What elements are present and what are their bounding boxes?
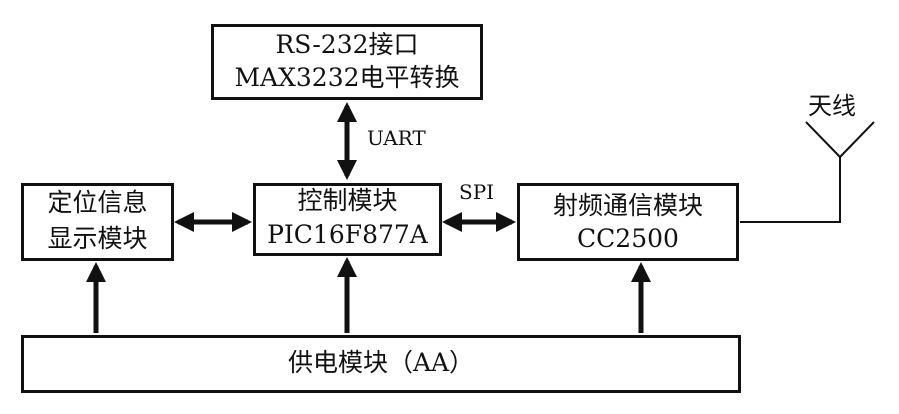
- rf-line1: 射频通信模块: [552, 191, 703, 220]
- antenna-left: [805, 121, 841, 158]
- control-line2: PIC16F877A: [267, 220, 428, 249]
- rf-module-box: [517, 183, 739, 261]
- antenna-label: 天线: [808, 92, 856, 120]
- display-module-box: [21, 183, 174, 261]
- rs232-box: [211, 24, 483, 100]
- rs232-line1: RS-232接口: [275, 30, 419, 59]
- display-line1: 定位信息: [47, 188, 148, 217]
- power-label: 供电模块（AA）: [287, 348, 475, 377]
- antenna-wire: [740, 157, 841, 223]
- control-line1: 控制模块: [297, 186, 398, 215]
- power-module-box: [21, 335, 741, 393]
- antenna-right: [839, 121, 875, 158]
- uart-label: UART: [367, 126, 426, 150]
- control-module-box: [253, 183, 442, 256]
- rs232-line2: MAX3232电平转换: [234, 63, 460, 92]
- rf-line2: CC2500: [577, 224, 679, 253]
- display-line2: 显示模块: [47, 224, 148, 253]
- spi-label: SPI: [459, 180, 495, 204]
